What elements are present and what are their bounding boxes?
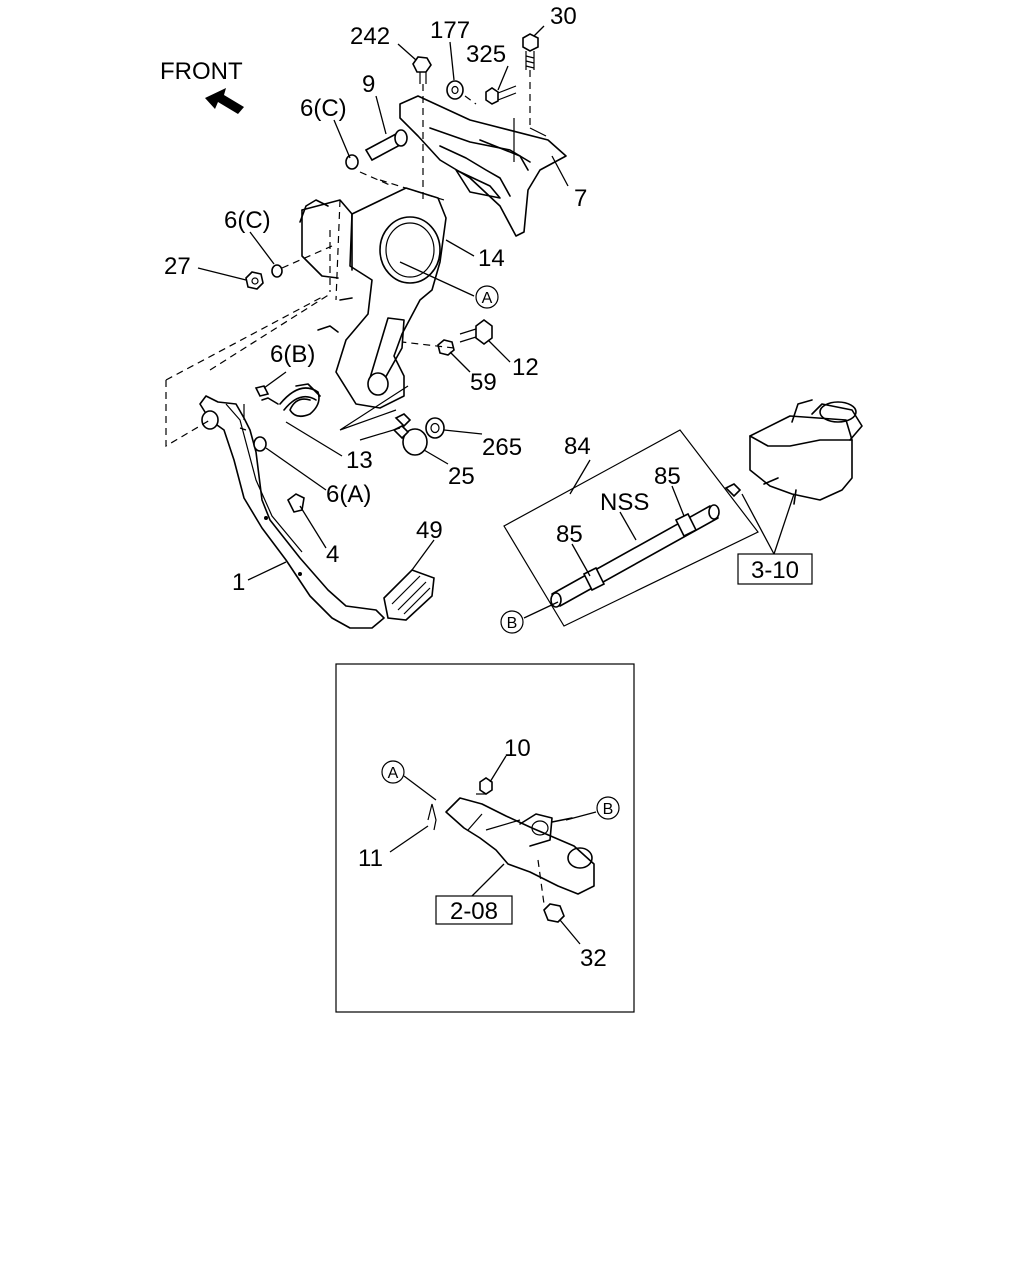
callout-85-right: 85 — [654, 463, 681, 490]
callout-14: 14 — [478, 245, 505, 272]
callout-265: 265 — [482, 434, 522, 461]
master-cylinder-inset — [335, 663, 635, 1013]
bolt-325 — [485, 85, 517, 105]
callout-25: 25 — [448, 463, 475, 490]
arrow-up-left-icon — [205, 88, 244, 114]
nut-59 — [437, 339, 455, 356]
callout-242: 242 — [350, 23, 390, 50]
callout-6b: 6(B) — [270, 341, 315, 368]
callout-7: 7 — [574, 185, 587, 212]
circle-ref-b-hose — [500, 610, 524, 634]
callout-10: 10 — [504, 735, 531, 762]
callout-a-inset: A — [388, 765, 399, 782]
washer-177 — [446, 80, 464, 100]
callout-49: 49 — [416, 517, 443, 544]
stopper-265 — [425, 417, 445, 439]
bolt-242 — [412, 56, 432, 84]
bolt-10 — [476, 777, 493, 795]
callout-nss: NSS — [600, 489, 649, 516]
callout-3-10: 3-10 — [751, 557, 799, 584]
cotter-pin-11 — [427, 803, 437, 831]
master-cylinder — [445, 797, 595, 895]
front-direction-indicator: FRONT — [160, 58, 244, 114]
callout-9: 9 — [362, 71, 375, 98]
circle-ref-a-inset — [381, 760, 405, 784]
return-spring-13 — [261, 383, 321, 418]
ref-box-2-08 — [435, 895, 513, 925]
front-label: FRONT — [160, 58, 243, 85]
bolt-12 — [459, 319, 493, 345]
hose-kit-84-box — [503, 429, 759, 627]
fluid-reservoir — [724, 399, 863, 505]
bushing-6c-upper — [345, 154, 359, 170]
callout-325: 325 — [466, 41, 506, 68]
callout-11: 11 — [358, 845, 383, 872]
callout-27: 27 — [164, 253, 191, 280]
pedal-bracket-14 — [299, 171, 447, 409]
callout-6c-upper: 6(C) — [300, 95, 347, 122]
callout-6c-middle: 6(C) — [224, 207, 271, 234]
bushing-6b — [254, 385, 270, 397]
bushing-6c-middle — [271, 264, 283, 278]
pedal-mounting-bracket — [399, 95, 567, 237]
leader-lines — [197, 25, 795, 945]
callout-a-top: A — [482, 290, 493, 307]
callout-1: 1 — [232, 569, 245, 596]
nut-27 — [245, 271, 264, 290]
callout-177: 177 — [430, 17, 470, 44]
callout-labels: 242 177 30 325 9 6(C) 7 14 6(C) 27 A 12 … — [164, 3, 799, 972]
clip-4 — [286, 493, 305, 513]
circle-ref-b-inset — [596, 796, 620, 820]
callout-84: 84 — [564, 433, 591, 460]
callout-85-left: 85 — [556, 521, 583, 548]
callout-59: 59 — [470, 369, 497, 396]
callout-b-hose: B — [507, 615, 518, 632]
callout-4: 4 — [326, 541, 339, 568]
nut-32 — [543, 903, 565, 923]
callout-13: 13 — [346, 447, 373, 474]
clutch-pedal-arm-1 — [199, 395, 385, 629]
callout-32: 32 — [580, 945, 607, 972]
callout-12: 12 — [512, 354, 539, 381]
callout-6a: 6(A) — [326, 481, 371, 508]
callout-b-inset: B — [603, 801, 614, 818]
callout-30: 30 — [550, 3, 577, 30]
ref-box-3-10 — [737, 553, 813, 585]
pedal-pad-49 — [383, 569, 435, 621]
stopper-bolt-25 — [392, 413, 428, 456]
callout-2-08: 2-08 — [450, 898, 498, 925]
bolt-30 — [522, 33, 539, 70]
pivot-pin-9 — [364, 129, 408, 162]
clutch-hose — [550, 504, 720, 608]
circle-ref-a-top — [475, 285, 499, 309]
